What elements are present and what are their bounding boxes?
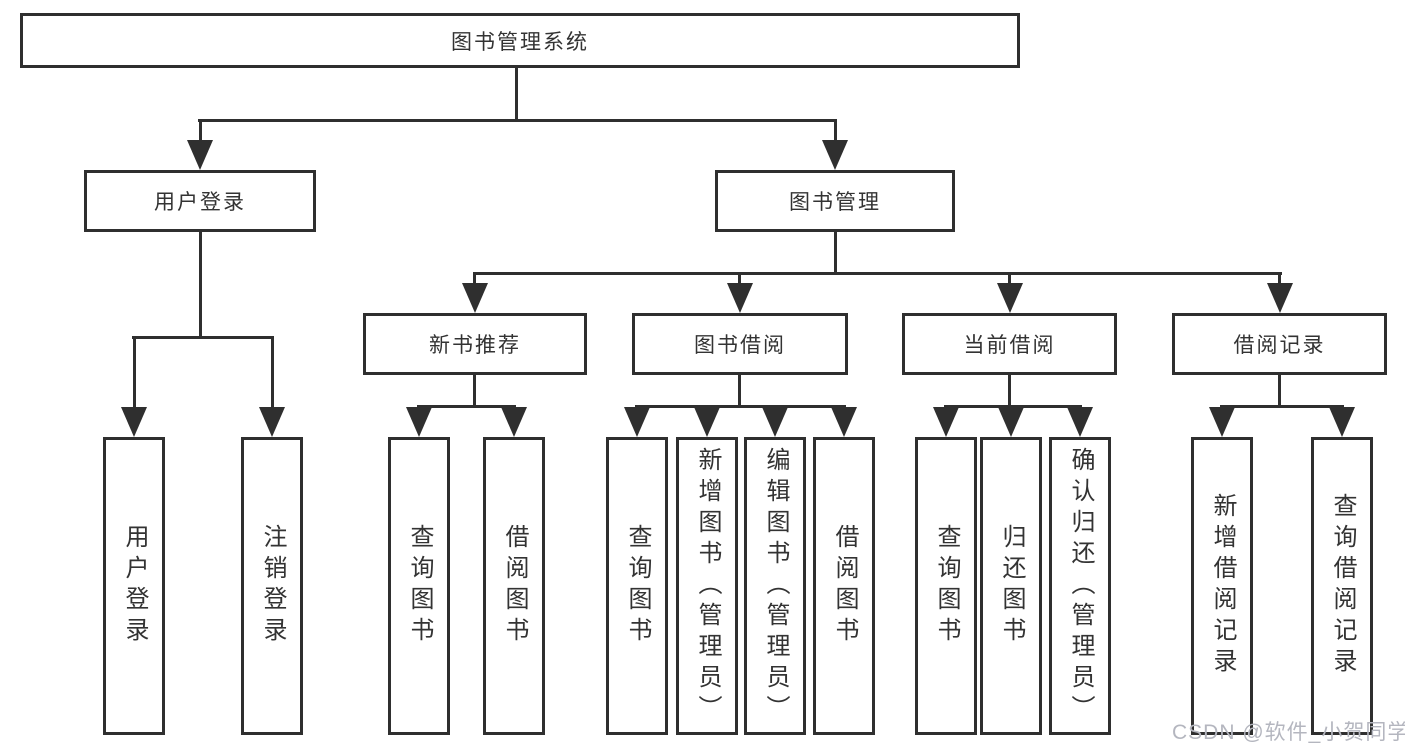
arrowhead-current-borrow [997,283,1023,313]
node-user-login: 用户登录 [84,170,316,232]
leaf-new-books-borrow: 借阅图书 [483,437,545,735]
edge-level3-rail [473,272,1282,275]
arrowhead-cb-query [933,407,959,437]
edge-book-mgmt-drop [834,119,837,144]
edge-logout-drop [271,336,274,411]
node-current-borrow-label: 当前借阅 [963,334,1056,357]
node-book-borrow-label: 图书借阅 [694,334,786,357]
leaf-book-borrow-borrow: 借阅图书 [813,437,875,735]
node-root: 图书管理系统 [20,13,1020,68]
leaf-book-borrow-add: 新增图书（管理员） [676,437,738,735]
arrowhead-bb-add [694,407,720,437]
arrowhead-cb-confirm [1067,407,1093,437]
leaf-current-borrow-confirm-label: 确认归还（管理员） [1067,446,1094,726]
edge-book-borrow-down [738,375,741,407]
arrowhead-logout [259,407,285,437]
leaf-new-books-query: 查询图书 [388,437,450,735]
arrowhead-br-query [1329,407,1355,437]
node-root-label: 图书管理系统 [451,30,589,54]
leaf-book-borrow-borrow-label: 借阅图书 [831,524,858,648]
arrowhead-user-login [187,140,213,170]
leaf-user-login-logout: 注销登录 [241,437,303,735]
leaf-book-borrow-edit: 编辑图书（管理员） [744,437,806,735]
edge-new-books-rail [417,405,516,408]
arrowhead-br-add [1209,407,1235,437]
edge-book-borrow-drop [738,272,741,286]
edge-borrow-records-drop [1278,272,1281,286]
leaf-user-login-logout-label: 注销登录 [259,524,286,648]
edge-login-drop [133,336,136,411]
csdn-watermark: CSDN @软件_小贺同学 [1172,721,1405,744]
edge-user-login-rail [132,336,274,339]
edge-book-borrow-rail [635,405,846,408]
arrowhead-new-books [462,283,488,313]
arrowhead-book-borrow [727,283,753,313]
edge-borrow-records-down [1278,375,1281,407]
edge-current-borrow-drop [1008,272,1011,286]
node-book-borrow: 图书借阅 [632,313,848,375]
arrowhead-nb-borrow [501,407,527,437]
node-book-mgmt: 图书管理 [715,170,955,232]
leaf-new-books-query-label: 查询图书 [406,524,433,648]
node-borrow-records: 借阅记录 [1172,313,1387,375]
leaf-records-query-label: 查询借阅记录 [1329,493,1356,679]
arrowhead-bb-query [624,407,650,437]
node-new-books-label: 新书推荐 [429,334,521,357]
leaf-current-borrow-query-label: 查询图书 [933,524,960,648]
leaf-user-login-login-label: 用户登录 [121,524,148,648]
leaf-new-books-borrow-label: 借阅图书 [501,524,528,648]
edge-user-login-drop [199,119,202,144]
edge-current-borrow-rail [944,405,1082,408]
leaf-book-borrow-add-label: 新增图书（管理员） [694,446,721,726]
edge-borrow-records-rail [1220,405,1344,408]
leaf-records-add: 新增借阅记录 [1191,437,1253,735]
edge-current-borrow-down [1008,375,1011,407]
node-current-borrow: 当前借阅 [902,313,1117,375]
node-book-mgmt-label: 图书管理 [789,191,881,214]
edge-level2-rail [198,119,837,122]
edge-book-mgmt-down [834,232,837,274]
edge-new-books-down [473,375,476,407]
leaf-records-query: 查询借阅记录 [1311,437,1373,735]
arrowhead-book-mgmt [822,140,848,170]
node-borrow-records-label: 借阅记录 [1233,334,1326,357]
edge-new-books-drop [473,272,476,286]
arrowhead-cb-return [998,407,1024,437]
leaf-current-borrow-return: 归还图书 [980,437,1042,735]
arrowhead-bb-borrow [831,407,857,437]
leaf-current-borrow-return-label: 归还图书 [998,524,1025,648]
node-new-books: 新书推荐 [363,313,587,375]
edge-root-down [515,67,518,122]
edge-user-login-down [199,232,202,338]
leaf-current-borrow-query: 查询图书 [915,437,977,735]
arrowhead-nb-query [406,407,432,437]
leaf-book-borrow-query: 查询图书 [606,437,668,735]
arrowhead-borrow-records [1267,283,1293,313]
leaf-book-borrow-edit-label: 编辑图书（管理员） [762,446,789,726]
node-user-login-label: 用户登录 [154,191,246,214]
leaf-book-borrow-query-label: 查询图书 [624,524,651,648]
arrowhead-bb-edit [762,407,788,437]
leaf-current-borrow-confirm: 确认归还（管理员） [1049,437,1111,735]
leaf-user-login-login: 用户登录 [103,437,165,735]
leaf-records-add-label: 新增借阅记录 [1209,493,1236,679]
arrowhead-login [121,407,147,437]
